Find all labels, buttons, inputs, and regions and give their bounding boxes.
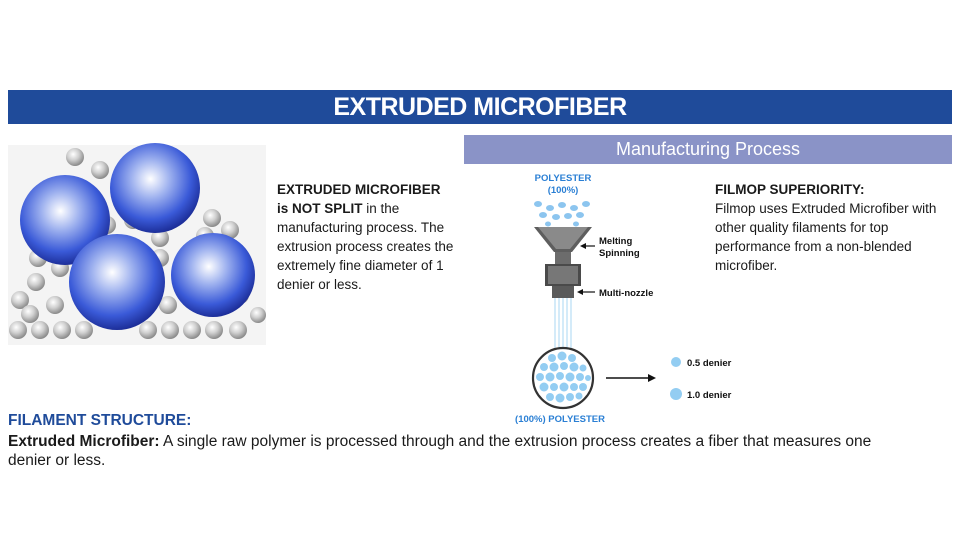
filmop-superiority-block: FILMOP SUPERIORITY: Filmop uses Extruded… <box>715 180 950 275</box>
large-denier-swatch <box>670 388 682 400</box>
spinning-block-icon <box>545 264 581 298</box>
large-fiber-group <box>20 143 255 330</box>
page-title: EXTRUDED MICROFIBER <box>8 90 952 124</box>
small-fiber-group <box>9 148 266 339</box>
multi-nozzle-label: Multi-nozzle <box>599 288 653 299</box>
large-denier-label: 1.0 denier <box>687 390 732 401</box>
manufacturing-process-diagram: POLYESTER (100%) Melting Spinning Multi-… <box>515 173 732 425</box>
melting-arrow <box>580 243 595 249</box>
small-denier-label: 0.5 denier <box>687 358 732 369</box>
filament-structure-body: Extruded Microfiber: A single raw polyme… <box>8 432 908 470</box>
spinning-label: Spinning <box>599 248 640 259</box>
funnel-icon <box>534 227 592 264</box>
filament-bold-lead: Extruded Microfiber: <box>8 433 160 450</box>
left-body-text: in the manufacturing process. The extrus… <box>277 201 454 292</box>
left-heading: EXTRUDED MICROFIBER <box>277 182 441 197</box>
polyester-top-label: POLYESTER <box>535 173 592 184</box>
extruded-filaments <box>554 298 572 350</box>
extruded-microfiber-description: EXTRUDED MICROFIBER is NOT SPLIT in the … <box>277 180 477 294</box>
cross-section-arrow <box>606 374 656 382</box>
right-body-text: Filmop uses Extruded Microfiber with oth… <box>715 201 937 273</box>
nozzle-arrow <box>577 289 595 295</box>
right-heading: FILMOP SUPERIORITY: <box>715 182 865 197</box>
polyester-top-percent: (100%) <box>548 185 579 196</box>
filament-text: A single raw polymer is processed throug… <box>8 433 872 469</box>
melting-label: Melting <box>599 236 632 247</box>
filament-structure-title: FILAMENT STRUCTURE: <box>8 412 192 429</box>
not-split-emphasis: is NOT SPLIT <box>277 201 363 216</box>
polymer-pellets <box>534 201 590 227</box>
fiber-cross-section-illustration <box>8 143 266 345</box>
small-denier-swatch <box>671 357 681 367</box>
manufacturing-process-bar: Manufacturing Process <box>464 135 952 164</box>
polyester-cross-section <box>531 346 595 410</box>
polyester-bottom-label: (100%) POLYESTER <box>515 414 605 425</box>
